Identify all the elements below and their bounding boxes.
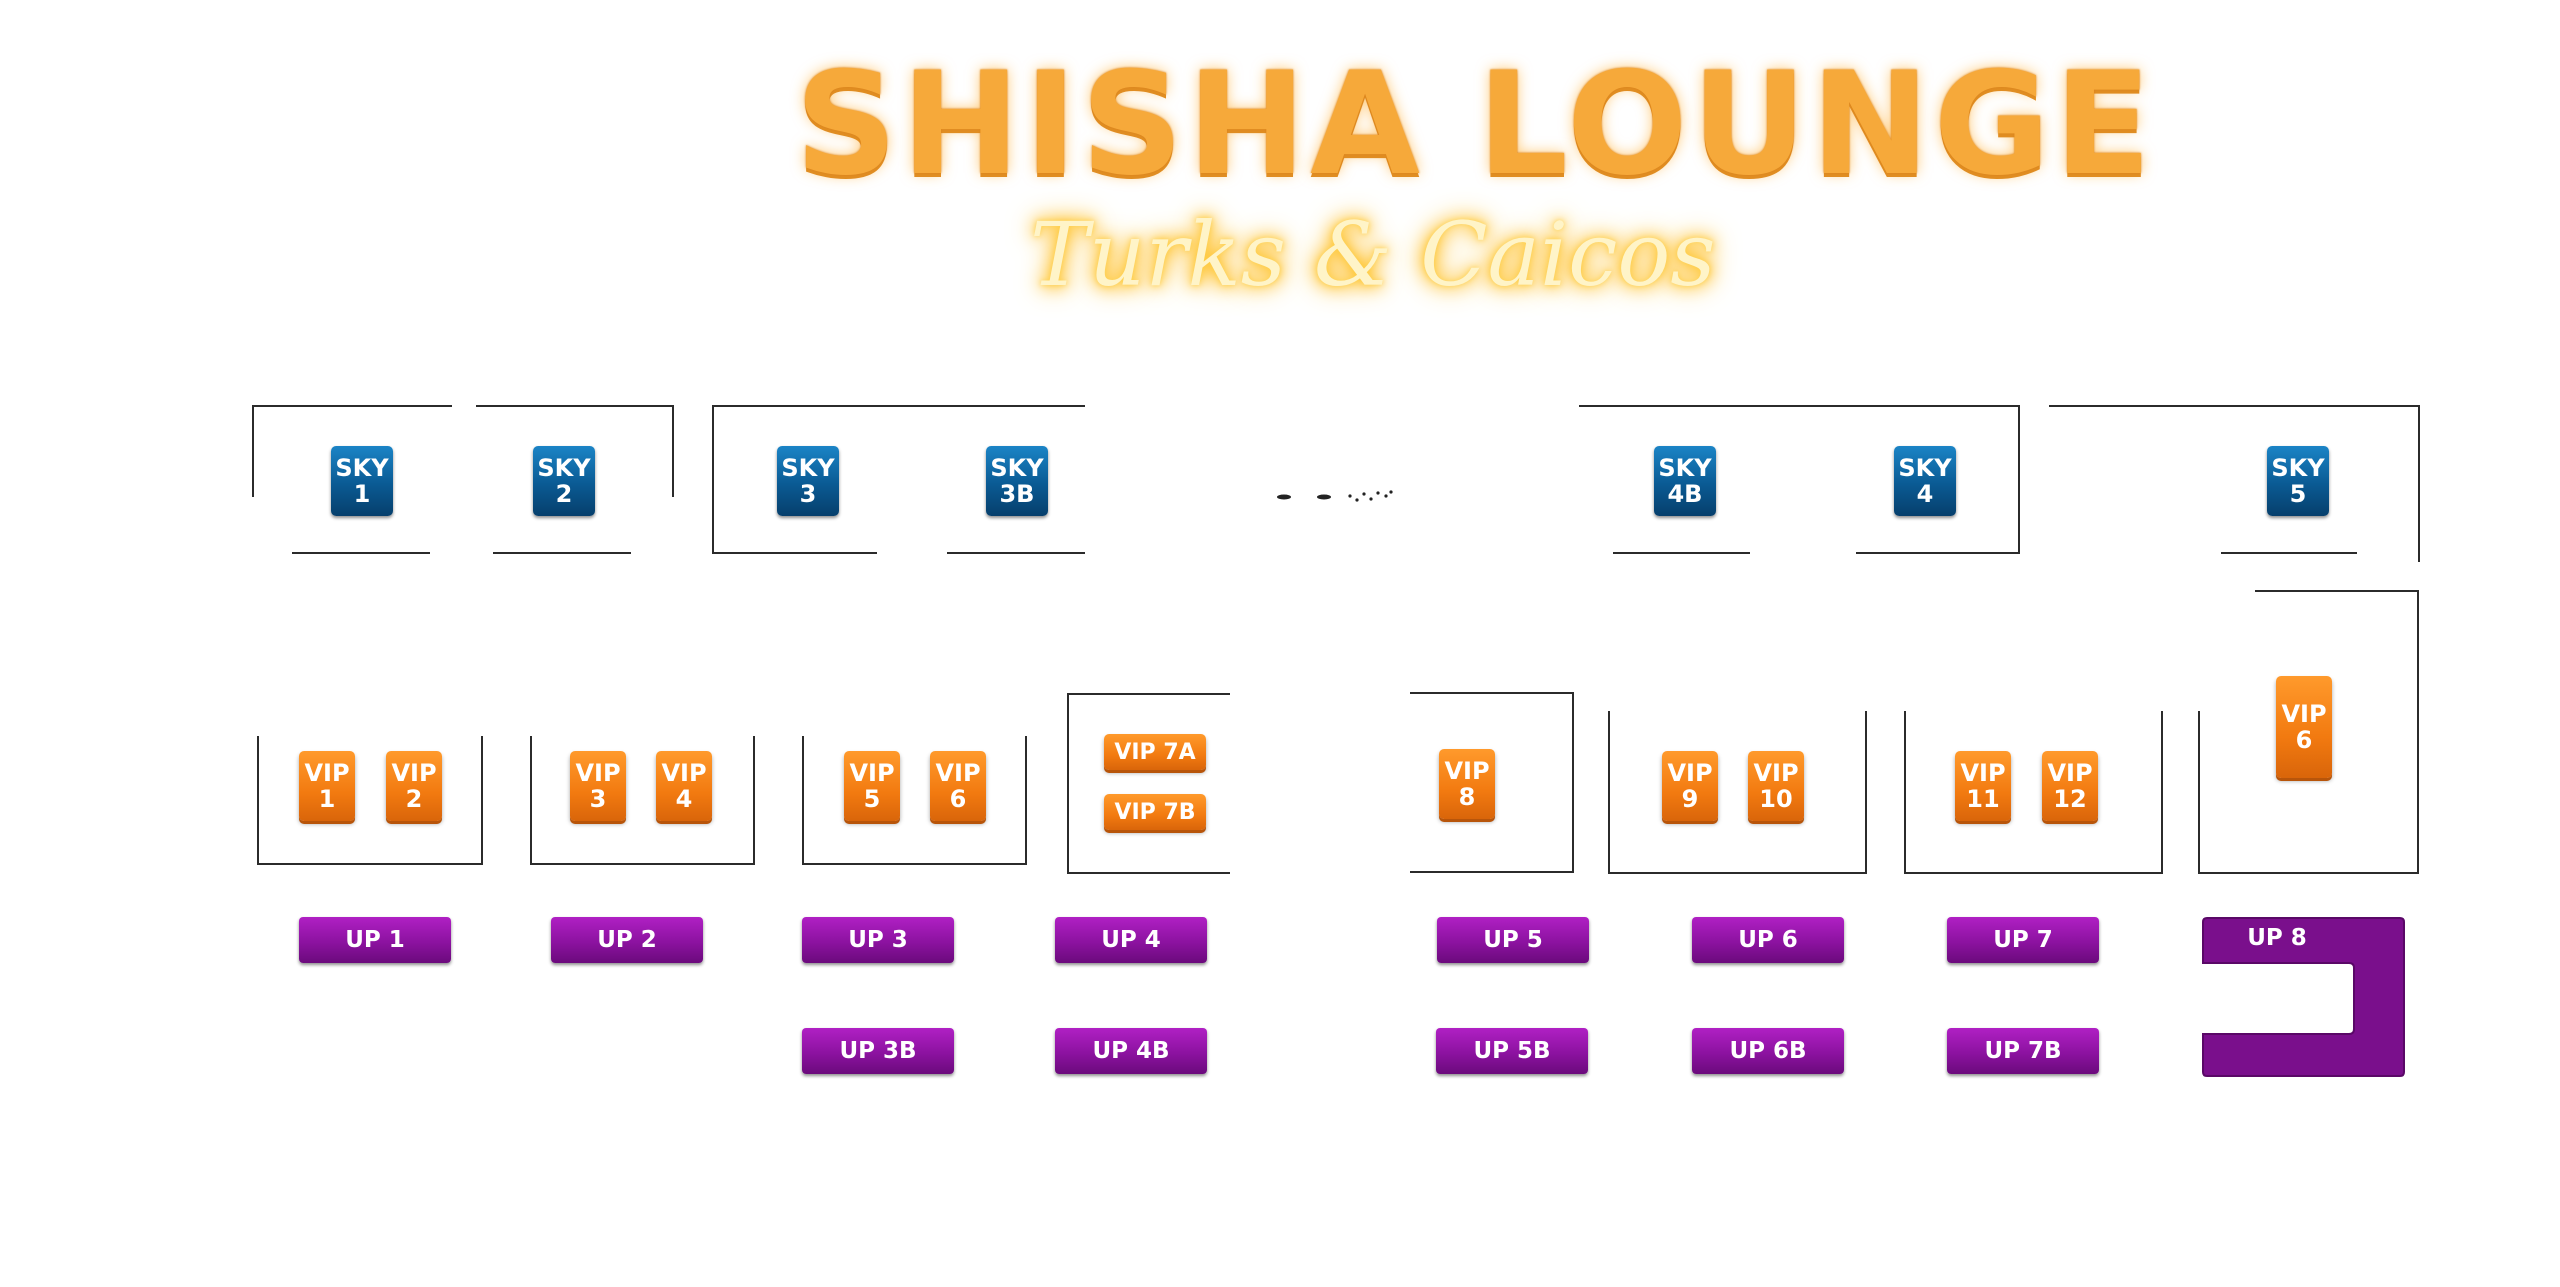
vip-3-4-booth <box>530 736 755 865</box>
vip-9-10-booth <box>1608 711 1867 874</box>
table-vip-4[interactable]: VIP 4 <box>656 751 712 821</box>
table-vip-3[interactable]: VIP 3 <box>570 751 626 821</box>
vip-8-booth <box>1410 692 1574 873</box>
table-vip-12[interactable]: VIP 12 <box>2042 751 2098 821</box>
logo-subtitle: Turks & Caicos <box>1030 203 1716 306</box>
table-vip-7b[interactable]: VIP 7B <box>1104 794 1206 830</box>
table-vip-10[interactable]: VIP 10 <box>1748 751 1804 821</box>
table-vip-1[interactable]: VIP 1 <box>299 751 355 821</box>
table-sky-5[interactable]: SKY 5 <box>2267 446 2329 516</box>
table-up-2[interactable]: UP 2 <box>551 917 703 963</box>
table-vip-2[interactable]: VIP 2 <box>386 751 442 821</box>
table-up-3b[interactable]: UP 3B <box>802 1028 954 1074</box>
table-vip-8[interactable]: VIP 8 <box>1439 749 1495 819</box>
table-up-1[interactable]: UP 1 <box>299 917 451 963</box>
table-vip-6-right[interactable]: VIP 6 <box>2276 676 2332 778</box>
table-sky-4[interactable]: SKY 4 <box>1894 446 1956 516</box>
sky-4-frame <box>1579 405 2020 554</box>
table-vip-7a[interactable]: VIP 7A <box>1104 734 1206 770</box>
table-up-7[interactable]: UP 7 <box>1947 917 2099 963</box>
table-up-6[interactable]: UP 6 <box>1692 917 1844 963</box>
table-sky-4b[interactable]: SKY 4B <box>1654 446 1716 516</box>
table-sky-3b[interactable]: SKY 3B <box>986 446 1048 516</box>
table-up-5b[interactable]: UP 5B <box>1436 1028 1588 1074</box>
table-up-4[interactable]: UP 4 <box>1055 917 1207 963</box>
sky-1-frame <box>252 405 452 497</box>
vip-11-12-booth <box>1904 711 2163 874</box>
table-sky-2[interactable]: SKY 2 <box>533 446 595 516</box>
table-vip-6[interactable]: VIP 6 <box>930 751 986 821</box>
sky-2-frame <box>476 405 674 497</box>
vip-1-2-booth <box>257 736 483 865</box>
vip-5-6-booth <box>802 736 1027 865</box>
table-sky-1[interactable]: SKY 1 <box>331 446 393 516</box>
table-up-3[interactable]: UP 3 <box>802 917 954 963</box>
decorative-dots <box>1277 490 1393 502</box>
table-up-5[interactable]: UP 5 <box>1437 917 1589 963</box>
table-vip-11[interactable]: VIP 11 <box>1955 751 2011 821</box>
sky-5-frame <box>2049 405 2420 562</box>
table-up-6b[interactable]: UP 6B <box>1692 1028 1844 1074</box>
table-sky-3[interactable]: SKY 3 <box>777 446 839 516</box>
up-8-lounge-shape <box>2202 917 2405 1077</box>
table-up-4b[interactable]: UP 4B <box>1055 1028 1207 1074</box>
vip-6b-booth <box>2198 590 2419 874</box>
vip-7-booth <box>1067 693 1230 874</box>
table-up-7b[interactable]: UP 7B <box>1947 1028 2099 1074</box>
table-vip-5[interactable]: VIP 5 <box>844 751 900 821</box>
table-vip-9[interactable]: VIP 9 <box>1662 751 1718 821</box>
sky-3-frame <box>712 405 1085 554</box>
logo-title: SHISHA LOUNGE <box>795 42 2156 207</box>
